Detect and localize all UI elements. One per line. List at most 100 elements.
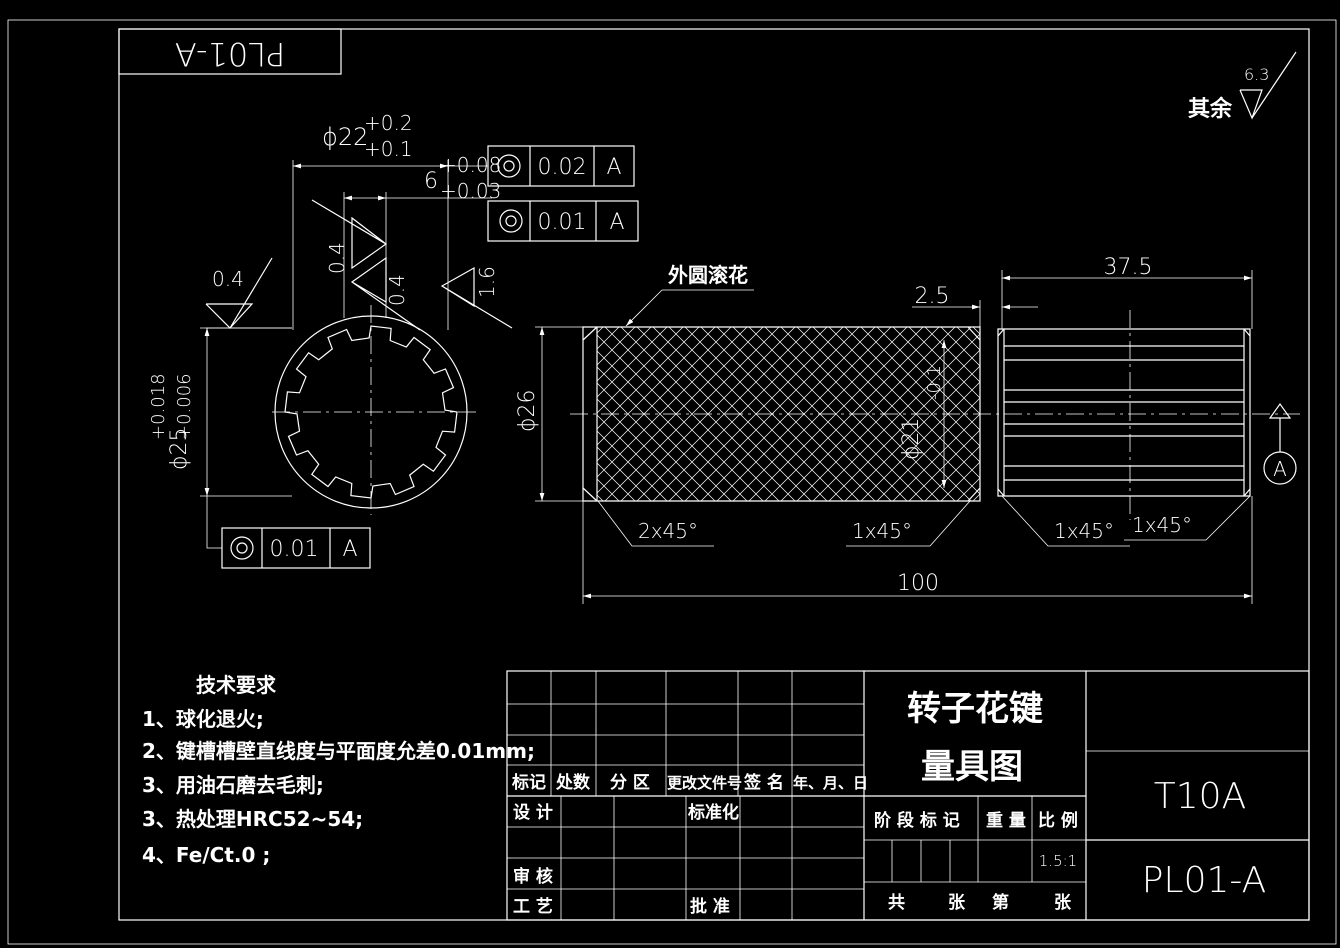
tol1-datum: A [606, 155, 621, 180]
tech-title: 技术要求 [196, 673, 277, 697]
dim-key6-upper: +0.08 [440, 153, 501, 177]
roughness-other: 其余 6.3 [1188, 51, 1297, 122]
knurl-line [908, 327, 980, 399]
knurl-line [1101, 327, 1275, 501]
svg-text:年、月、日: 年、月、日 [793, 774, 868, 792]
svg-text:共: 共 [888, 893, 905, 913]
knurl-line [668, 327, 844, 501]
knurl-line [924, 327, 980, 383]
svg-text:+0.006: +0.006 [174, 373, 195, 440]
svg-text:100: 100 [897, 571, 939, 596]
dim-phi22-lower: +0.1 [364, 137, 413, 161]
svg-text:设 计: 设 计 [513, 802, 553, 823]
knurl-line [684, 327, 860, 501]
knurl-line [1069, 327, 1243, 501]
svg-text:1x45°: 1x45° [852, 519, 912, 543]
svg-text:A: A [342, 537, 357, 562]
tech-item: 2、键槽槽壁直线度与平面度允差0.01mm; [142, 739, 535, 763]
svg-text:-0.1: -0.1 [924, 365, 945, 400]
knurl-line [924, 445, 980, 501]
svg-text:ϕ25: ϕ25 [167, 427, 192, 470]
tolerance-frame-1: 0.02 A [448, 145, 635, 187]
code-box-rotated: PL01-A [118, 28, 342, 75]
outer-frame [7, 19, 1337, 945]
knurl-line [892, 413, 980, 501]
svg-text:重 量: 重 量 [986, 810, 1026, 831]
svg-text:0.4: 0.4 [212, 267, 244, 291]
roughness-r2: 0.4 [311, 199, 388, 274]
dim-phi26: ϕ26 [515, 326, 583, 502]
svg-text:0.01: 0.01 [270, 537, 319, 562]
dim-2-5: 2.5 [912, 284, 1038, 327]
knurl-line [636, 327, 812, 501]
spline-section-view [272, 305, 478, 515]
svg-text:+0.018: +0.018 [148, 373, 169, 440]
title-block: 标记 处数 分 区 更改文件号 签 名 年、月、日 设 计 标准化 审 核 工 … [506, 670, 1310, 921]
svg-text:分 区: 分 区 [610, 773, 650, 793]
tolerance-frame-2: 0.01 A [487, 200, 639, 242]
chamfer-callouts: 2x45° 1x45° 1x45° 1x45° [597, 495, 1251, 547]
knurl-line [597, 327, 668, 398]
roughness-r3: 0.4 [350, 256, 421, 331]
tech-item: 1、球化退火; [142, 707, 264, 731]
svg-text:A: A [1273, 457, 1287, 481]
svg-text:张: 张 [948, 893, 966, 913]
knurl-line [812, 333, 980, 501]
knurl-line [748, 327, 924, 501]
knurl-line [597, 327, 700, 430]
knurl-line [940, 461, 980, 501]
knurl-line [1101, 327, 1275, 501]
tol1-value: 0.02 [538, 155, 587, 180]
knurl-line [780, 327, 956, 501]
knurl-line [397, 327, 571, 501]
tolerance-frame-3: 0.01 A [206, 496, 371, 569]
knurl-line [620, 327, 796, 501]
knurl-line [597, 327, 748, 478]
svg-text:2x45°: 2x45° [638, 519, 698, 543]
dim-37-5: 37.5 [1001, 255, 1253, 329]
knurl-line [828, 349, 980, 501]
knurl-line [844, 365, 980, 501]
knurl-line [908, 429, 980, 501]
knurl-line [597, 327, 716, 446]
knurl-line [597, 446, 652, 501]
knurl-line [732, 327, 908, 501]
svg-text:0.4: 0.4 [385, 274, 409, 306]
svg-text:张: 张 [1054, 893, 1072, 913]
svg-text:第: 第 [992, 892, 1009, 913]
knurl-line [652, 327, 828, 501]
svg-text:签 名: 签 名 [743, 772, 784, 793]
knurl-line [892, 327, 980, 415]
svg-text:审 核: 审 核 [513, 866, 553, 887]
rotated-code-text: PL01-A [175, 35, 286, 73]
gauge-body-view [397, 310, 1300, 520]
svg-text:标记: 标记 [512, 772, 546, 793]
roughness-other-label: 其余 [1188, 96, 1233, 122]
svg-text:工 艺: 工 艺 [513, 896, 553, 917]
knurl-line [413, 327, 587, 501]
svg-text:比 例: 比 例 [1038, 810, 1078, 831]
svg-text:更改文件号: 更改文件号 [667, 774, 742, 792]
tech-item: 3、热处理HRC52~54; [142, 807, 363, 831]
knurl-line [597, 327, 652, 382]
tech-item: 4、Fe/Ct.0 ; [142, 843, 270, 867]
material-text: T10A [1154, 776, 1246, 817]
tech-item: 3、用油石磨去毛刺; [142, 773, 324, 797]
dim-phi22-text: ϕ22 [322, 123, 368, 151]
roughness-r1: 0.4 [205, 257, 292, 329]
svg-text:1x45°: 1x45° [1132, 513, 1192, 537]
svg-text:0.4: 0.4 [325, 242, 349, 274]
roughness-r4: 1.6 [440, 266, 513, 329]
knurl-line [413, 327, 587, 501]
knurl-line [597, 327, 636, 366]
svg-text:阶 段 标 记: 阶 段 标 记 [874, 810, 960, 831]
svg-text:1.6: 1.6 [475, 266, 499, 298]
svg-text:处数: 处数 [555, 772, 591, 793]
dim-key6-lower: +0.03 [440, 179, 501, 203]
svg-text:外圆滚花: 外圆滚花 [668, 263, 748, 287]
knurl-line [1069, 327, 1243, 501]
svg-text:1x45°: 1x45° [1054, 519, 1114, 543]
dim-key6-text: 6 [424, 169, 438, 194]
knurl-line [597, 414, 684, 501]
